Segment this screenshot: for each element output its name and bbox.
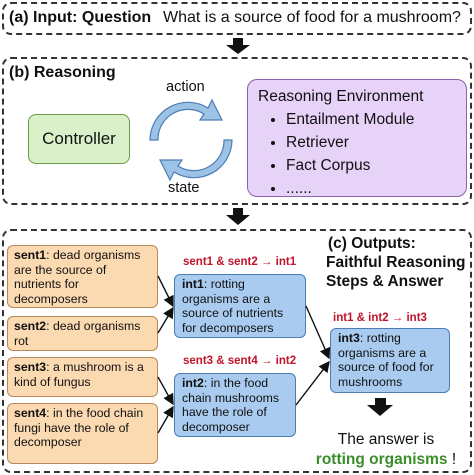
sentence-box-2: sent2: dead organisms rot (7, 316, 158, 351)
rule-label-int1: sent1 & sent2 → int1 (183, 256, 297, 268)
intermediate-id: int1 (182, 277, 204, 291)
sentence-id: sent2 (14, 319, 47, 333)
down-arrow-b-to-c (226, 208, 250, 225)
intermediate-id: int3 (338, 331, 360, 345)
down-arrow-a-to-b (226, 38, 250, 54)
reasoning-environment-box: Reasoning Environment Entailment Module … (247, 79, 467, 197)
down-arrow-to-answer (367, 398, 393, 416)
intermediate-id: int2 (182, 376, 204, 390)
environment-item: Entailment Module (286, 110, 456, 129)
state-label: state (168, 180, 200, 196)
answer-prefix: The answer is (337, 431, 435, 448)
answer-block: The answer is rotting organisms ! (306, 430, 466, 470)
environment-title: Reasoning Environment (258, 88, 424, 105)
intermediate-box-3: int3: rotting organisms are a source of … (330, 328, 450, 393)
environment-item: Fact Corpus (286, 156, 456, 175)
edge-sent3-int2 (157, 376, 174, 406)
intermediate-text: : in the food chain mushrooms have the r… (182, 376, 280, 434)
reasoning-heading: (b) Reasoning (9, 64, 116, 81)
controller-label: Controller (42, 129, 116, 148)
reasoning-panel (2, 57, 472, 205)
edge-int1-int3 (305, 305, 331, 360)
question-text: What is a source of food for a mushroom? (163, 9, 461, 26)
intermediate-text: : rotting organisms are a source of food… (338, 331, 434, 389)
answer-text: rotting organisms (315, 451, 448, 468)
sentence-id: sent4 (14, 406, 47, 420)
sentence-box-3: sent3: a mushroom is a kind of fungus (7, 357, 158, 397)
input-panel (2, 2, 472, 35)
sentence-box-1: sent1: dead organisms are the source of … (7, 245, 158, 308)
rule-label-int2: sent3 & sent4 → int2 (183, 355, 297, 367)
environment-list: Entailment Module Retriever Fact Corpus … (258, 110, 456, 198)
intermediate-box-1: int1: rotting organisms are a source of … (174, 274, 306, 338)
intermediate-box-2: int2: in the food chain mushrooms have t… (174, 373, 296, 437)
edge-sent2-int1 (157, 306, 174, 334)
controller-box: Controller (28, 114, 130, 164)
outputs-heading-line2: Faithful Reasoning (326, 254, 466, 271)
edge-sent4-int2 (157, 405, 174, 434)
action-label: action (166, 79, 205, 95)
intermediate-text: : rotting organisms are a source of nutr… (182, 277, 284, 335)
answer-suffix: ! (447, 451, 457, 468)
sentence-text: : a mushroom is a kind of fungus (14, 360, 144, 389)
outputs-heading-line1: (c) Outputs: (328, 235, 416, 252)
sentence-box-4: sent4: in the food chain fungi have the … (7, 403, 158, 464)
cycle-arrows-icon (149, 98, 233, 182)
outputs-heading-line3: Steps & Answer (326, 273, 444, 290)
rule-label-int3: int1 & int2 → int3 (333, 312, 427, 324)
sentence-text: : dead organisms rot (14, 319, 141, 348)
edge-int2-int3 (295, 360, 330, 406)
edge-sent1-int1 (157, 275, 174, 308)
sentence-text: : dead organisms are the source of nutri… (14, 248, 141, 306)
outputs-heading: (c) Outputs: Faithful Reasoning Steps & … (326, 234, 466, 291)
environment-item: ...... (286, 179, 456, 198)
environment-item: Retriever (286, 133, 456, 152)
input-heading: (a) Input: Question (9, 9, 152, 26)
sentence-text: : in the food chain fungi have the role … (14, 406, 144, 449)
sentence-id: sent3 (14, 360, 47, 374)
outputs-panel (2, 229, 472, 473)
answer-line: rotting organisms ! (306, 450, 466, 470)
sentence-id: sent1 (14, 248, 47, 262)
